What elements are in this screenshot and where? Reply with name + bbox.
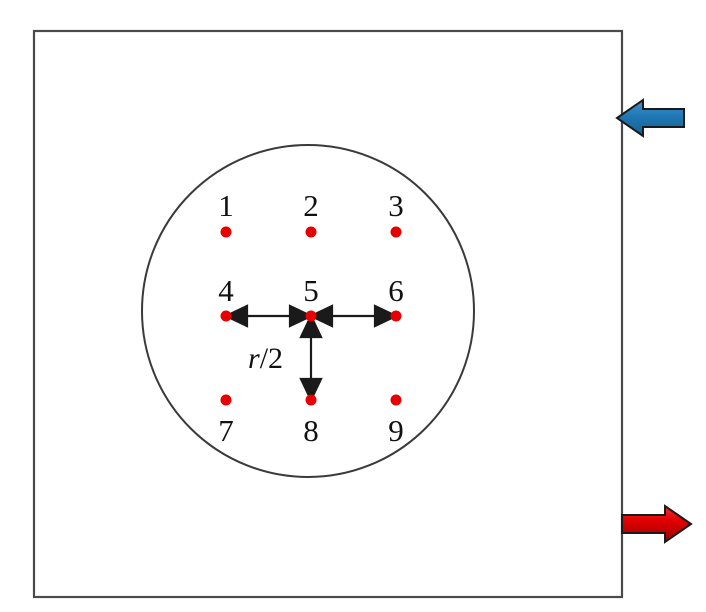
outflow-arrow-icon bbox=[621, 504, 693, 544]
point-label-3: 3 bbox=[388, 188, 404, 223]
point-label-8: 8 bbox=[303, 413, 319, 448]
arrowhead-right-pointing-5 bbox=[288, 304, 314, 328]
point-label-9: 9 bbox=[388, 413, 404, 448]
sample-point-dot-9 bbox=[390, 394, 402, 406]
arrowhead-up-pointing-5 bbox=[299, 313, 323, 339]
sample-point-dot-1 bbox=[220, 226, 232, 238]
sample-point-dot-3 bbox=[390, 226, 402, 238]
spacing-label-divisor: /2 bbox=[259, 342, 284, 375]
sample-point-dot-6 bbox=[390, 310, 402, 322]
sample-point-dot-2 bbox=[305, 226, 317, 238]
point-label-5: 5 bbox=[303, 273, 319, 308]
point-label-1: 1 bbox=[218, 188, 234, 223]
inflow-arrow-icon bbox=[615, 98, 685, 138]
inner-circle-region bbox=[141, 144, 475, 478]
arrowhead-left-pointing-5 bbox=[308, 304, 334, 328]
point-label-7: 7 bbox=[218, 413, 234, 448]
sample-point-dot-5 bbox=[305, 310, 317, 322]
sample-point-dot-7 bbox=[220, 394, 232, 406]
spacing-label: r/2 bbox=[248, 344, 283, 374]
spacing-label-symbol: r bbox=[248, 342, 260, 375]
point-label-6: 6 bbox=[388, 273, 404, 308]
sample-points-group bbox=[220, 226, 402, 406]
point-label-2: 2 bbox=[303, 188, 319, 223]
arrowhead-down-pointing-8 bbox=[299, 377, 323, 403]
point-label-4: 4 bbox=[218, 273, 234, 308]
sample-point-dot-4 bbox=[220, 310, 232, 322]
dimension-lines-group bbox=[223, 304, 399, 403]
arrowhead-right-pointing-6 bbox=[373, 304, 399, 328]
sample-point-dot-8 bbox=[305, 394, 317, 406]
arrowhead-left-pointing-4 bbox=[223, 304, 249, 328]
